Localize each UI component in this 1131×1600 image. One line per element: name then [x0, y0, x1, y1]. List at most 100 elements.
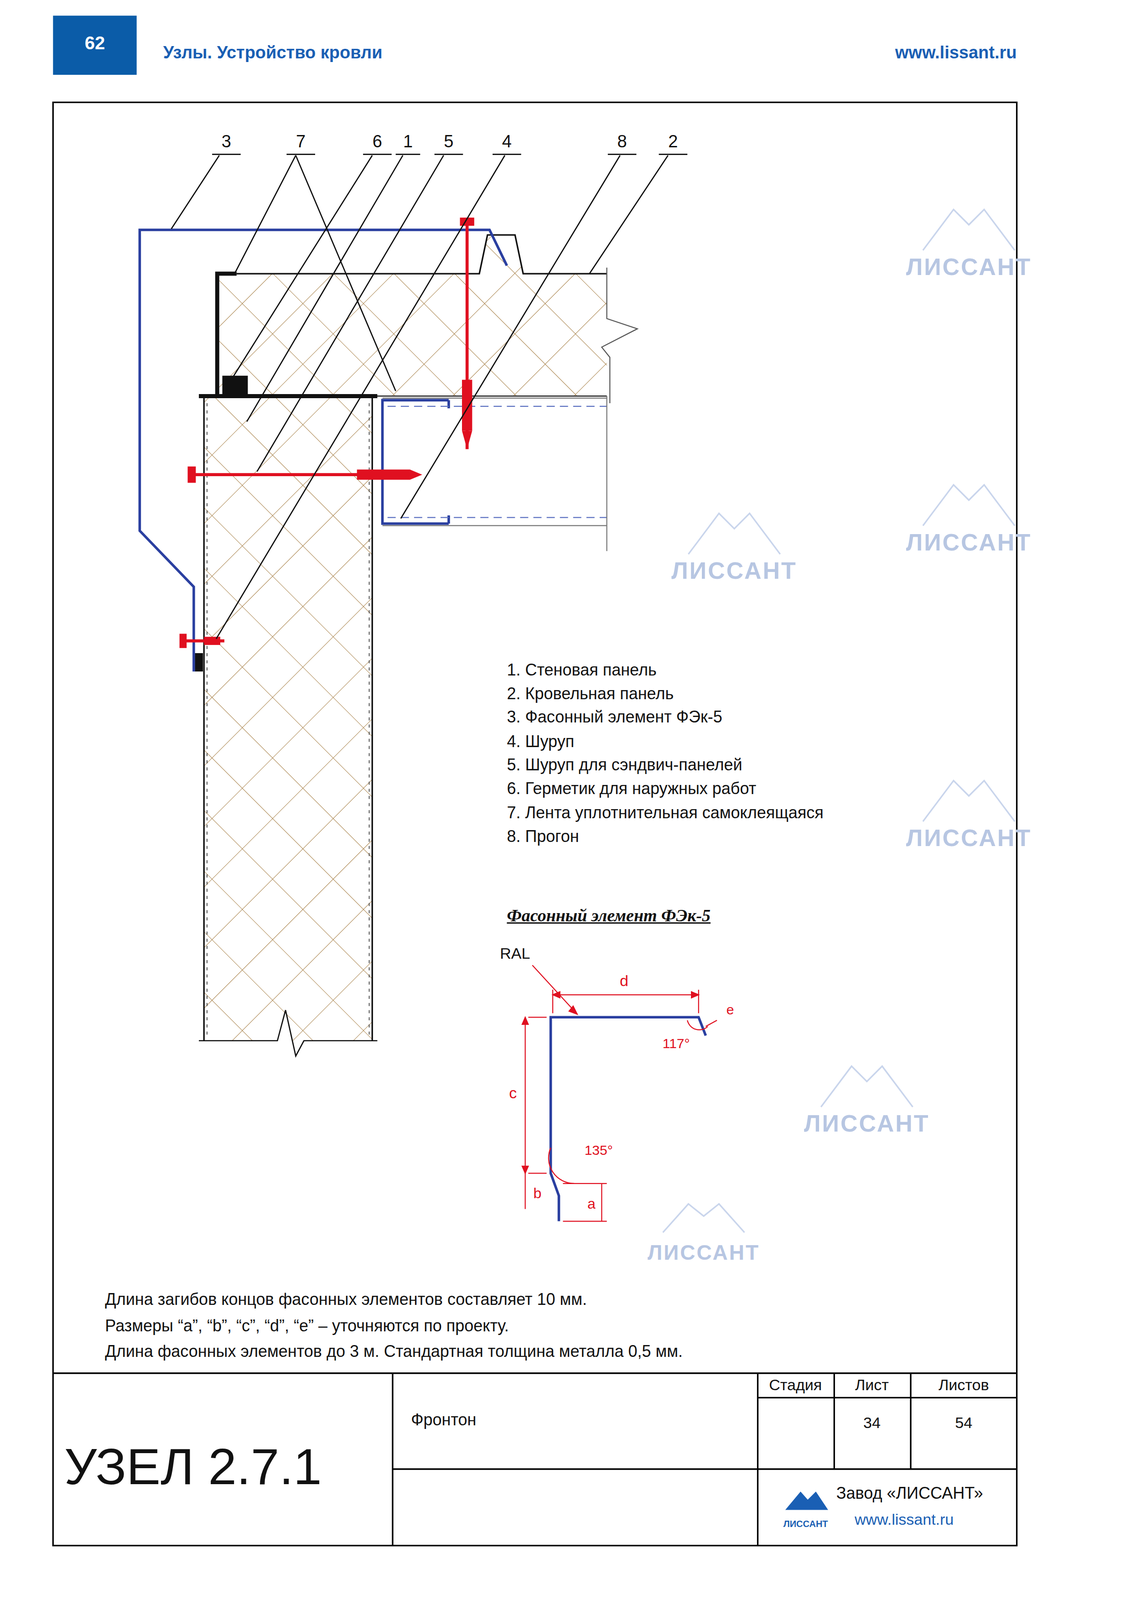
frame: [52, 102, 1017, 1546]
company-name: Завод «ЛИССАНТ»: [836, 1483, 984, 1503]
wall-panel: [203, 398, 373, 1041]
dimension-line: [532, 964, 577, 1014]
callout-number: 8: [617, 131, 628, 152]
leader-line: [216, 155, 505, 639]
callout-number: 2: [668, 131, 678, 152]
header-url: www.lissant.ru: [895, 42, 1017, 63]
roof-panel: [601, 267, 638, 404]
purlin: [382, 399, 449, 524]
wall-panel: [198, 1010, 378, 1057]
callout-number: 6: [372, 131, 383, 152]
part-name: 5. Шуруп для сэндвич-панелей: [506, 755, 742, 774]
watermark-logo: [663, 1203, 745, 1233]
dimension-line: [562, 1183, 607, 1222]
watermark-logo: [923, 780, 1015, 822]
part-name: 6. Герметик для наружных работ: [506, 778, 757, 798]
page-number-box: [52, 15, 137, 75]
dimension: b: [533, 1184, 542, 1202]
wall-panel: [203, 398, 373, 1041]
table-cell: 34: [863, 1413, 881, 1432]
table-cell: Стадия: [768, 1375, 822, 1394]
roof-panel: [219, 234, 608, 396]
title-logo: [785, 1491, 829, 1510]
sealing-element: [194, 653, 203, 672]
header-title: Узлы. Устройство кровли: [163, 42, 383, 63]
callout-number: 7: [295, 131, 306, 152]
watermark-logo: [923, 209, 1015, 250]
leader-line: [212, 153, 688, 156]
watermark: ЛИССАНТ: [906, 529, 1033, 557]
part-name: 1. Стеновая панель: [506, 660, 657, 680]
roof-panel: [219, 234, 638, 404]
roof-panel: [236, 234, 608, 274]
section-heading: Фасонный элемент ФЭк-5: [506, 905, 711, 926]
dimension-line: [569, 1006, 578, 1015]
callout-number: 1: [403, 131, 413, 152]
purlin: [447, 399, 451, 524]
leader-line: [589, 155, 669, 274]
frame: [52, 1373, 1017, 1546]
dimension-line: [705, 1020, 717, 1027]
leader-line: [171, 155, 220, 229]
table-cell: 54: [954, 1413, 973, 1432]
sealing-element: [194, 273, 378, 672]
wall-panel: [198, 398, 378, 1056]
color-note: RAL: [499, 944, 530, 963]
part-name: 3. Фасонный элемент ФЭк-5: [506, 707, 722, 727]
note: Размеры “a”, “b”, “c”, “d”, “e” – уточня…: [104, 1316, 509, 1335]
screw: [179, 633, 187, 648]
leader-line: [400, 155, 621, 519]
frame: [52, 102, 1017, 1546]
leader-line: [171, 154, 688, 639]
screw: [461, 430, 473, 449]
table-cell: Лист: [855, 1375, 889, 1394]
dimension-line: [548, 1147, 575, 1184]
screw: [203, 636, 221, 645]
dimension-line: [522, 964, 717, 1221]
part-name: 2. Кровельная панель: [506, 684, 674, 703]
screw: [461, 379, 473, 431]
callout-number: 5: [443, 131, 454, 152]
part-name: 8. Прогон: [506, 826, 579, 846]
dimension-line: [525, 1016, 547, 1209]
title-logo: [785, 1491, 829, 1510]
purlin: [387, 406, 608, 518]
watermark-logo: [688, 513, 780, 555]
angle: 117°: [662, 1035, 691, 1052]
watermark: ЛИССАНТ: [647, 1240, 760, 1265]
company-url: www.lissant.ru: [854, 1510, 954, 1529]
dimension: a: [587, 1194, 596, 1212]
page-number: 62: [84, 32, 106, 54]
note: Длина фасонных элементов до 3 м. Стандар…: [104, 1341, 683, 1361]
table-cell: Листов: [938, 1375, 989, 1394]
screw: [357, 469, 410, 480]
watermark: ЛИССАНТ: [906, 824, 1033, 852]
screw: [187, 466, 196, 483]
profile: [550, 1016, 706, 1221]
leader-line: [232, 155, 373, 379]
angle: 135°: [584, 1142, 613, 1159]
flashing: [139, 229, 507, 672]
wall-panel: [207, 403, 370, 1039]
watermark-logo: [820, 1066, 913, 1107]
watermark: ЛИССАНТ: [671, 557, 798, 585]
dimension-line: [552, 991, 699, 998]
callout-number: 3: [221, 131, 232, 152]
purlin: [606, 395, 608, 551]
dimension-line: [687, 1020, 708, 1030]
sealing-element: [222, 375, 249, 397]
logo-text: ЛИССАНТ: [783, 1518, 829, 1529]
drawing-title: УЗЕЛ 2.7.1: [64, 1437, 322, 1496]
dimension: e: [726, 1001, 735, 1018]
table-cell: Фронтон: [410, 1410, 477, 1429]
dimension: d: [619, 972, 629, 991]
dimension-line: [522, 1016, 529, 1173]
part-name: 7. Лента уплотнительная самоклеящаяся: [506, 803, 824, 823]
part-name: 4. Шуруп: [506, 731, 575, 751]
purlin: [382, 395, 608, 551]
screw: [179, 217, 475, 649]
watermark: ЛИССАНТ: [906, 253, 1033, 281]
leader-line: [246, 155, 403, 422]
watermark-logo: [923, 484, 1015, 526]
screw: [409, 469, 423, 480]
